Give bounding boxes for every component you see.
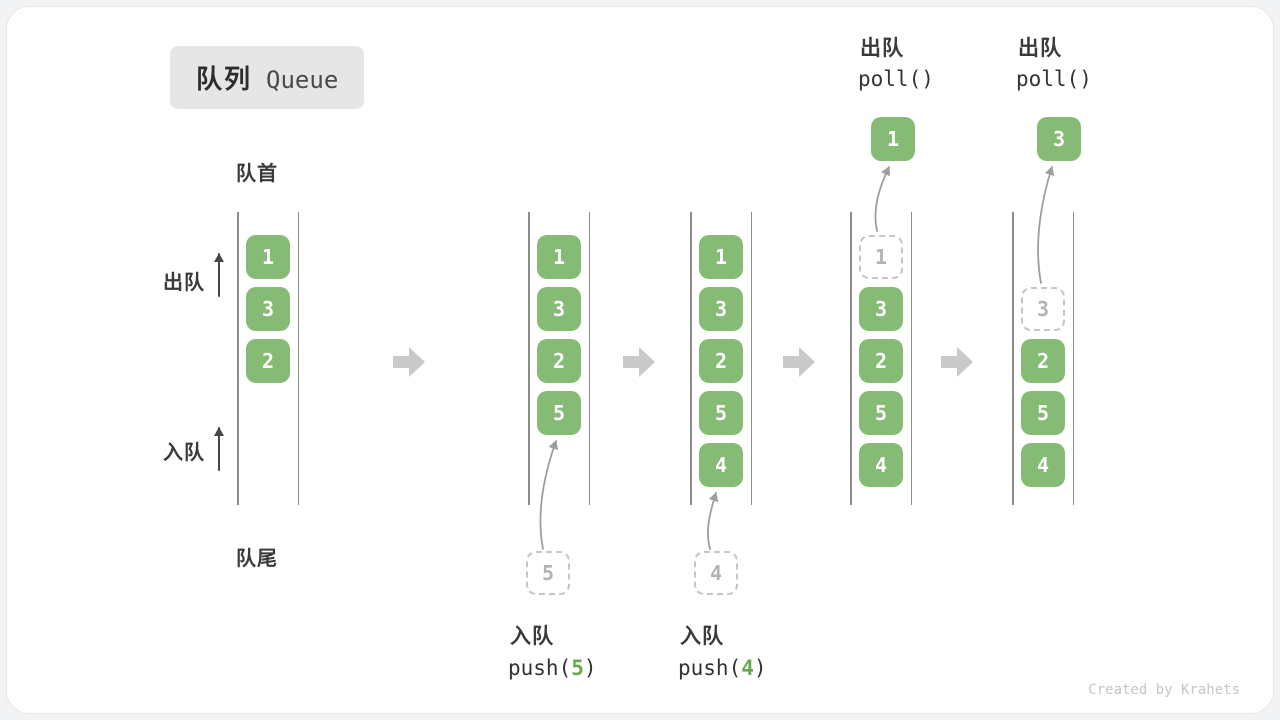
queue-item: 4 — [1021, 443, 1065, 487]
queue-wall-left — [528, 212, 530, 505]
dequeued-item-1: 1 — [871, 117, 915, 161]
label-dequeue: 出队 — [163, 272, 205, 294]
queue-item: 4 — [699, 443, 743, 487]
queue-item: 2 — [859, 339, 903, 383]
poll2-label: 出队 — [1018, 37, 1062, 60]
title-badge: 队列 Queue — [170, 46, 365, 109]
queue-item: 5 — [859, 391, 903, 435]
pending-item-4: 4 — [694, 551, 738, 595]
queue-wall-right — [588, 212, 590, 505]
queue-wall-left — [1012, 212, 1014, 505]
push4-label: 入队 — [680, 625, 724, 648]
queue-item: 3 — [246, 287, 290, 331]
queue-item: 5 — [1021, 391, 1065, 435]
queue-item: 5 — [699, 391, 743, 435]
queue-item: 1 — [246, 235, 290, 279]
poll1-label: 出队 — [860, 37, 904, 60]
label-queue-rear: 队尾 — [236, 548, 278, 570]
queue-wall-right — [297, 212, 299, 505]
queue-state-4: 1 3 2 5 4 — [850, 212, 912, 505]
queue-item: 3 — [537, 287, 581, 331]
queue-item-removed: 3 — [1021, 287, 1065, 331]
push5-label: 入队 — [510, 625, 554, 648]
queue-item: 3 — [859, 287, 903, 331]
queue-wall-left — [690, 212, 692, 505]
code-post: ) — [583, 656, 597, 680]
push4-code: push(4) — [678, 656, 767, 680]
label-enqueue: 入队 — [163, 442, 205, 464]
code-arg: 5 — [571, 656, 584, 680]
queue-state-2: 1 3 2 5 — [528, 212, 590, 505]
code-arg: 4 — [741, 656, 754, 680]
queue-state-5: 3 2 5 4 — [1012, 212, 1074, 505]
queue-wall-right — [1072, 212, 1074, 505]
queue-item: 2 — [1021, 339, 1065, 383]
code-pre: push( — [678, 656, 742, 680]
watermark: Created by Krahets — [1088, 682, 1240, 698]
queue-item: 1 — [537, 235, 581, 279]
dequeued-item-3: 3 — [1037, 117, 1081, 161]
queue-item: 5 — [537, 391, 581, 435]
title-en: Queue — [266, 66, 339, 94]
pending-item-5: 5 — [526, 551, 570, 595]
code-pre: push( — [508, 656, 572, 680]
queue-item: 3 — [699, 287, 743, 331]
queue-item: 1 — [699, 235, 743, 279]
queue-wall-right — [910, 212, 912, 505]
diagram-card — [7, 7, 1273, 713]
queue-wall-left — [237, 212, 239, 505]
poll1-code: poll() — [858, 67, 934, 91]
queue-item-removed: 1 — [859, 235, 903, 279]
poll2-code: poll() — [1016, 67, 1092, 91]
queue-item: 2 — [246, 339, 290, 383]
queue-item: 4 — [859, 443, 903, 487]
code-post: ) — [753, 656, 767, 680]
queue-item: 2 — [537, 339, 581, 383]
title-zh: 队列 — [196, 64, 253, 94]
push5-code: push(5) — [508, 656, 597, 680]
queue-state-3: 1 3 2 5 4 — [690, 212, 752, 505]
label-queue-front: 队首 — [236, 163, 278, 185]
queue-wall-right — [750, 212, 752, 505]
queue-item: 2 — [699, 339, 743, 383]
queue-wall-left — [850, 212, 852, 505]
queue-state-1: 1 3 2 — [237, 212, 299, 505]
